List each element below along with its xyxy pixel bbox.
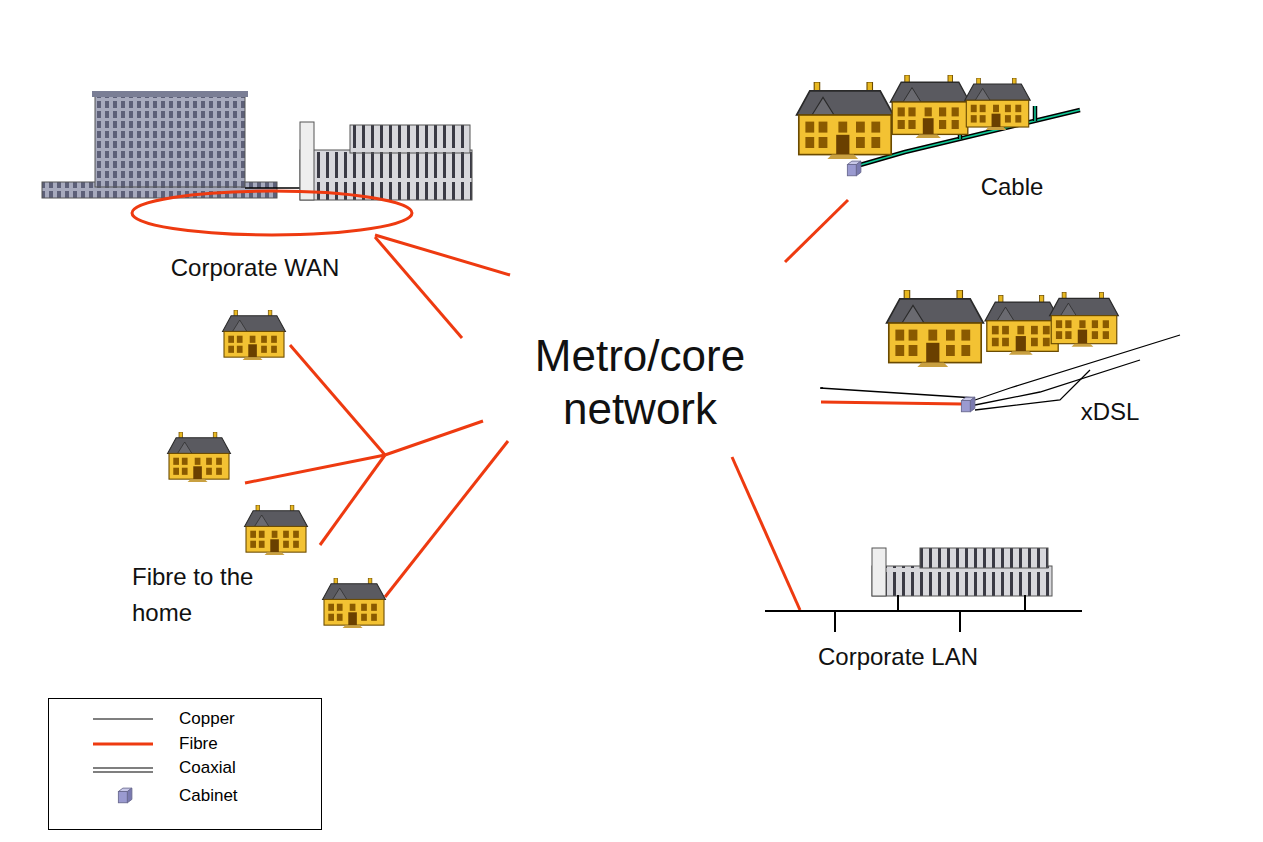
- fibre-link: [385, 441, 508, 597]
- legend-label: Copper: [179, 709, 235, 729]
- region-label: xDSL: [1081, 394, 1140, 430]
- legend-label: Coaxial: [179, 758, 236, 778]
- access-region: Fibre to the home: [8, 360, 488, 690]
- legend-box: CopperFibreCoaxialCabinet: [48, 698, 322, 830]
- legend-label: Fibre: [179, 734, 218, 754]
- network-cloud: Metro/core network: [455, 245, 830, 535]
- fibre-link: [385, 421, 483, 455]
- access-region: Cable: [893, 35, 1193, 245]
- access-region: xDSL: [853, 250, 1261, 465]
- region-ellipse: [8, 360, 488, 690]
- cloud-label: Metro/core network: [500, 330, 780, 436]
- region-label: Fibre to the home: [132, 559, 264, 631]
- legend-label: Cabinet: [179, 786, 238, 806]
- fibre-link: [375, 237, 462, 338]
- region-ellipse: [10, 30, 430, 292]
- region-label: Corporate LAN: [818, 639, 978, 675]
- access-region: Corporate LAN: [720, 495, 1076, 705]
- region-ellipse: [853, 250, 1261, 465]
- region-label: Cable: [981, 169, 1044, 205]
- region-label: Corporate WAN: [171, 250, 340, 286]
- fibre-link: [785, 200, 848, 262]
- access-region: Corporate WAN: [10, 30, 430, 292]
- fibre-link: [821, 402, 962, 404]
- fibre-link: [732, 457, 800, 610]
- region-ellipse: [893, 35, 1193, 245]
- region-ellipse: [720, 495, 1076, 705]
- fibre-link: [375, 235, 510, 275]
